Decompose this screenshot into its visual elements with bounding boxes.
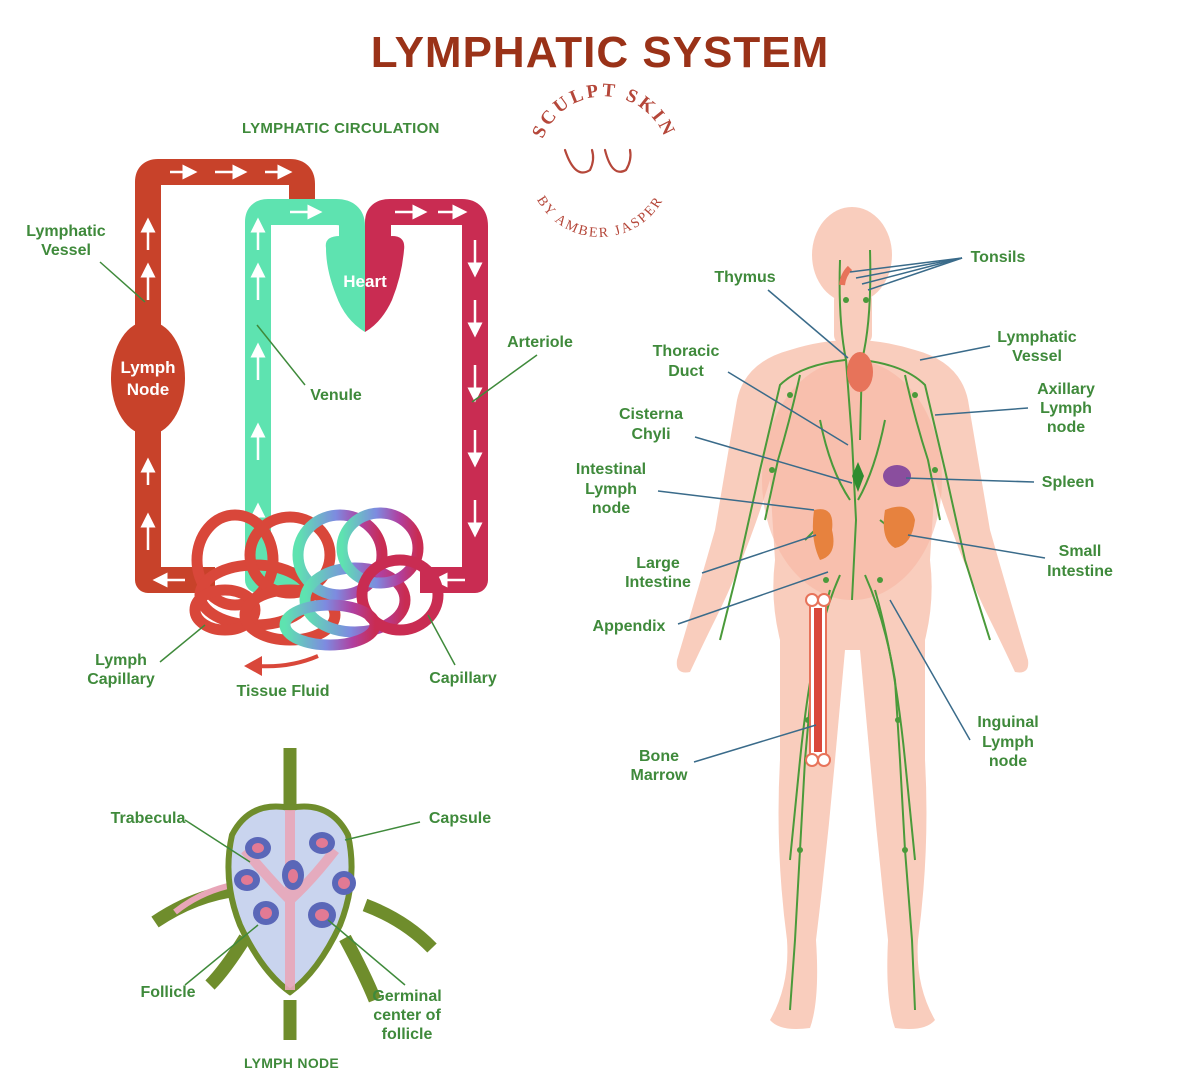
lymph-vessel-loop: [135, 159, 315, 593]
heart-right: [365, 236, 405, 332]
spleen-organ: [883, 465, 911, 487]
label-large-intestine: Large: [636, 555, 680, 572]
label-appendix: Appendix: [593, 618, 666, 635]
thymus-organ: [847, 352, 873, 392]
label-tissue-fluid: Tissue Fluid: [236, 683, 329, 700]
sculpt-skin-logo: SCULPT SKIN BY AMBER JASPER: [528, 80, 680, 242]
label-capillary: Capillary: [429, 670, 497, 687]
label-thymus: Thymus: [714, 269, 775, 286]
page-title: LYMPHATIC SYSTEM: [370, 28, 830, 77]
label-arteriole: Arteriole: [507, 334, 573, 351]
label-thoracic-duct: Thoracic: [653, 343, 720, 360]
lymph-node-label-line2: Node: [127, 380, 170, 399]
logo-mark-icon: [563, 148, 632, 174]
label-capsule: Capsule: [429, 810, 491, 827]
label-thoracic-duct: Duct: [668, 363, 704, 380]
body-leaders: [657, 257, 1046, 763]
label-inguinal-node: node: [989, 753, 1027, 770]
label-small-intestine: Small: [1059, 543, 1102, 560]
label-axillary-node: node: [1047, 419, 1085, 436]
label-trabecula: Trabecula: [111, 810, 186, 827]
lymph-node-heading: LYMPH NODE: [244, 1055, 340, 1071]
small-intestine-organ: [883, 506, 915, 548]
lymph-node-oval: [111, 321, 185, 435]
bone-marrow-organ: [805, 593, 831, 767]
label-cisterna-chyli: Chyli: [631, 426, 670, 443]
label-spleen: Spleen: [1042, 474, 1094, 491]
label-inguinal-node: Lymph: [982, 734, 1034, 751]
label-large-intestine: Intestine: [625, 574, 691, 591]
label-tonsils: Tonsils: [971, 249, 1026, 266]
lymph-node-diagram: Trabecula Capsule Follicle Germinal cent…: [111, 748, 491, 1043]
label-follicle: Follicle: [140, 984, 195, 1001]
circulation-diagram: Lymph Node Heart Lymphatic Vessel Venule…: [26, 159, 573, 700]
logo-bottom-text: BY AMBER JASPER: [533, 194, 667, 242]
label-cisterna-chyli: Cisterna: [619, 406, 683, 423]
lymph-nodes: [769, 297, 938, 853]
label-axillary-node: Axillary: [1037, 381, 1095, 398]
body-silhouette: [676, 207, 1029, 1029]
circulation-leaders: [99, 261, 538, 666]
capillary-bed: [189, 507, 444, 651]
label-small-intestine: Intestine: [1047, 563, 1113, 580]
label-lymph-capillary: Capillary: [87, 671, 155, 688]
label-body-lymphatic-vessel: Vessel: [1012, 348, 1062, 365]
label-intestinal-node: Intestinal: [576, 461, 646, 478]
heart-left: [325, 236, 365, 332]
label-germinal-center: Germinal: [372, 988, 441, 1005]
label-axillary-node: Lymph: [1040, 400, 1092, 417]
label-germinal-center: center of: [373, 1007, 441, 1024]
tonsils-organ: [839, 265, 853, 286]
cisterna-chyli-organ: [852, 462, 864, 492]
germinal-centers: [241, 838, 350, 921]
large-intestine-organ: [812, 509, 834, 560]
label-intestinal-node: Lymph: [585, 481, 637, 498]
label-bone-marrow: Marrow: [631, 767, 688, 784]
circulation-heading: LYMPHATIC CIRCULATION: [242, 120, 440, 137]
body-labels: Tonsils Thymus Lymphatic Vessel Thoracic…: [576, 249, 1113, 784]
heart-label: Heart: [343, 272, 387, 291]
label-intestinal-node: node: [592, 500, 630, 517]
logo-top-text: SCULPT SKIN: [528, 80, 680, 141]
label-body-lymphatic-vessel: Lymphatic: [997, 329, 1077, 346]
label-inguinal-node: Inguinal: [977, 714, 1038, 731]
label-lymph-capillary: Lymph: [95, 652, 147, 669]
label-bone-marrow: Bone: [639, 748, 679, 765]
lymph-node-label-line1: Lymph: [120, 358, 175, 377]
label-lymphatic-vessel: Lymphatic: [26, 223, 106, 240]
label-venule: Venule: [310, 387, 362, 404]
tissue-fluid-arrow-icon: [244, 656, 262, 676]
label-lymphatic-vessel: Vessel: [41, 242, 91, 259]
lymph-node-leaders: [184, 819, 421, 986]
label-germinal-center: follicle: [382, 1026, 433, 1043]
body-figure: [657, 207, 1046, 1029]
